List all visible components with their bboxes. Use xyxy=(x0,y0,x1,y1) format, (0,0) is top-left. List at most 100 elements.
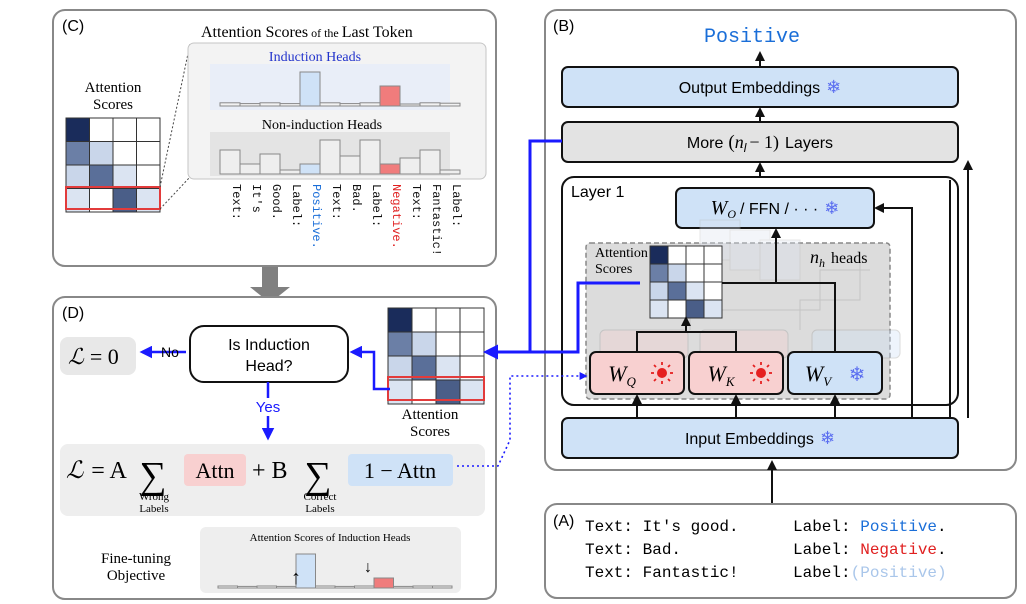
objective-bar xyxy=(237,585,258,589)
example-text: Text: Bad. xyxy=(585,541,681,559)
d-matrix-cell xyxy=(459,331,485,357)
yes-label-bg xyxy=(251,398,285,416)
induction-bar xyxy=(359,102,381,107)
objective-chart-box xyxy=(200,527,461,593)
c-matrix-cell xyxy=(112,141,137,166)
token-label: Text: xyxy=(409,184,423,220)
loss-zero-box xyxy=(60,337,136,375)
noninduction-bars xyxy=(219,139,461,175)
noninduction-bar xyxy=(239,163,261,175)
objective-bar xyxy=(315,585,336,589)
token-label: Label: xyxy=(449,184,463,227)
b-matrix-cell xyxy=(685,281,705,301)
d-matrix-cell xyxy=(435,307,461,333)
objective-bar xyxy=(432,585,453,589)
layer-1-title: Layer 1 xyxy=(571,184,624,201)
attn-wrong-box xyxy=(184,454,246,486)
token-label: Text: xyxy=(229,184,243,220)
noninduction-bar xyxy=(359,139,381,175)
noninduction-bar xyxy=(259,153,281,175)
example-text: Text: Fantastic! xyxy=(585,564,739,582)
yes-label: Yes xyxy=(256,399,280,416)
panel-b-label: (B) xyxy=(553,18,574,35)
noninduction-bar xyxy=(279,169,301,175)
c-matrix-cell xyxy=(89,164,114,189)
b-matrix-cell xyxy=(667,299,687,319)
objective-line-1: Fine-tuning xyxy=(101,551,171,567)
c-matrix-cell xyxy=(65,164,90,189)
token-label: Bad. xyxy=(349,184,363,213)
b-matrix-cell xyxy=(685,263,705,283)
b-matrix-cell xyxy=(667,245,687,265)
objective-chart-title: Attention Scores of Induction Heads xyxy=(250,532,411,544)
wq-to-scores-arrow xyxy=(636,316,691,352)
wv-to-mix-line xyxy=(722,282,836,352)
induction-bar xyxy=(439,102,461,107)
wq-box xyxy=(589,351,685,395)
token-label: Fantastic! xyxy=(429,184,443,256)
b-matrix-cell xyxy=(667,281,687,301)
d-matrix-cell xyxy=(411,331,437,357)
example-label: Label:(Positive) xyxy=(793,564,947,582)
c-matrix-cell xyxy=(89,117,114,142)
one-minus-attn: 1 − Attn xyxy=(364,458,436,483)
more-layers-label: More(nl− 1)Layers xyxy=(687,132,833,155)
one-minus-attn-box xyxy=(348,454,453,486)
snowflake-icon: ❄ xyxy=(849,364,866,386)
sum-correct: ∑ xyxy=(304,455,331,497)
c-matrix-cell xyxy=(136,141,161,166)
b-matrix-cell xyxy=(703,245,723,265)
induction-bar xyxy=(319,102,341,107)
attention-matrix-d xyxy=(387,307,485,405)
noninduction-bar xyxy=(319,139,341,175)
induction-bar xyxy=(339,103,361,107)
sum-wrong: ∑ xyxy=(139,455,166,497)
objective-bar xyxy=(256,585,277,589)
induction-bar xyxy=(299,71,321,107)
correct-labels-1: Correct xyxy=(304,491,337,503)
noninduction-heads-title: Non-induction Heads xyxy=(262,118,382,133)
input-embeddings-label: Input Embeddings❄ xyxy=(685,428,835,448)
induction-bar xyxy=(379,85,401,107)
noninduction-bar xyxy=(439,169,461,175)
b-matrix-cell xyxy=(649,281,669,301)
decision-line-2: Head? xyxy=(245,358,292,375)
noninduction-bar xyxy=(219,149,241,175)
d-scores-label: Scores xyxy=(410,424,450,440)
b-matrix-cell xyxy=(685,299,705,319)
objective-bars xyxy=(217,553,453,589)
b-matrix-cell xyxy=(649,245,669,265)
token-label: Positive. xyxy=(309,184,323,249)
panel-a: (A) Text: It's good.Label: Positive.Text… xyxy=(544,503,1017,599)
panel-d: (D) ℒ= 0 No Is Induction Head? Yes Atten… xyxy=(52,296,497,600)
c-matrix-cell xyxy=(112,117,137,142)
c-matrix-cell xyxy=(89,141,114,166)
token-label: Label: xyxy=(369,184,383,227)
decision-line-1: Is Induction xyxy=(228,337,310,354)
induction-bar xyxy=(419,102,441,107)
formula-left: ℒ= A xyxy=(66,456,128,484)
b-attention-label: Attention xyxy=(595,246,648,261)
matrix-to-decision-arrow xyxy=(349,345,390,391)
formula-plus-b: + B xyxy=(252,458,288,484)
output-embeddings-label: Output Embeddings❄ xyxy=(679,77,842,97)
objective-bar xyxy=(334,585,355,589)
example-label: Label: Positive. xyxy=(793,518,947,536)
panel-c-to-d-arrow xyxy=(250,267,290,303)
objective-bar xyxy=(393,585,414,589)
zoom-line-bottom xyxy=(159,176,191,210)
b-matrix-cell xyxy=(685,245,705,265)
b-matrix-cell xyxy=(649,263,669,283)
noninduction-bar xyxy=(339,155,361,175)
noninduction-bar xyxy=(399,157,421,175)
b-scores-label: Scores xyxy=(595,262,632,277)
induction-bar xyxy=(219,102,241,107)
objective-bar xyxy=(217,585,238,589)
attention-matrix-b xyxy=(649,245,723,319)
wrong-labels-1: Wrong xyxy=(139,491,170,503)
wk-box xyxy=(688,351,784,395)
last-token-highlight xyxy=(65,186,161,210)
